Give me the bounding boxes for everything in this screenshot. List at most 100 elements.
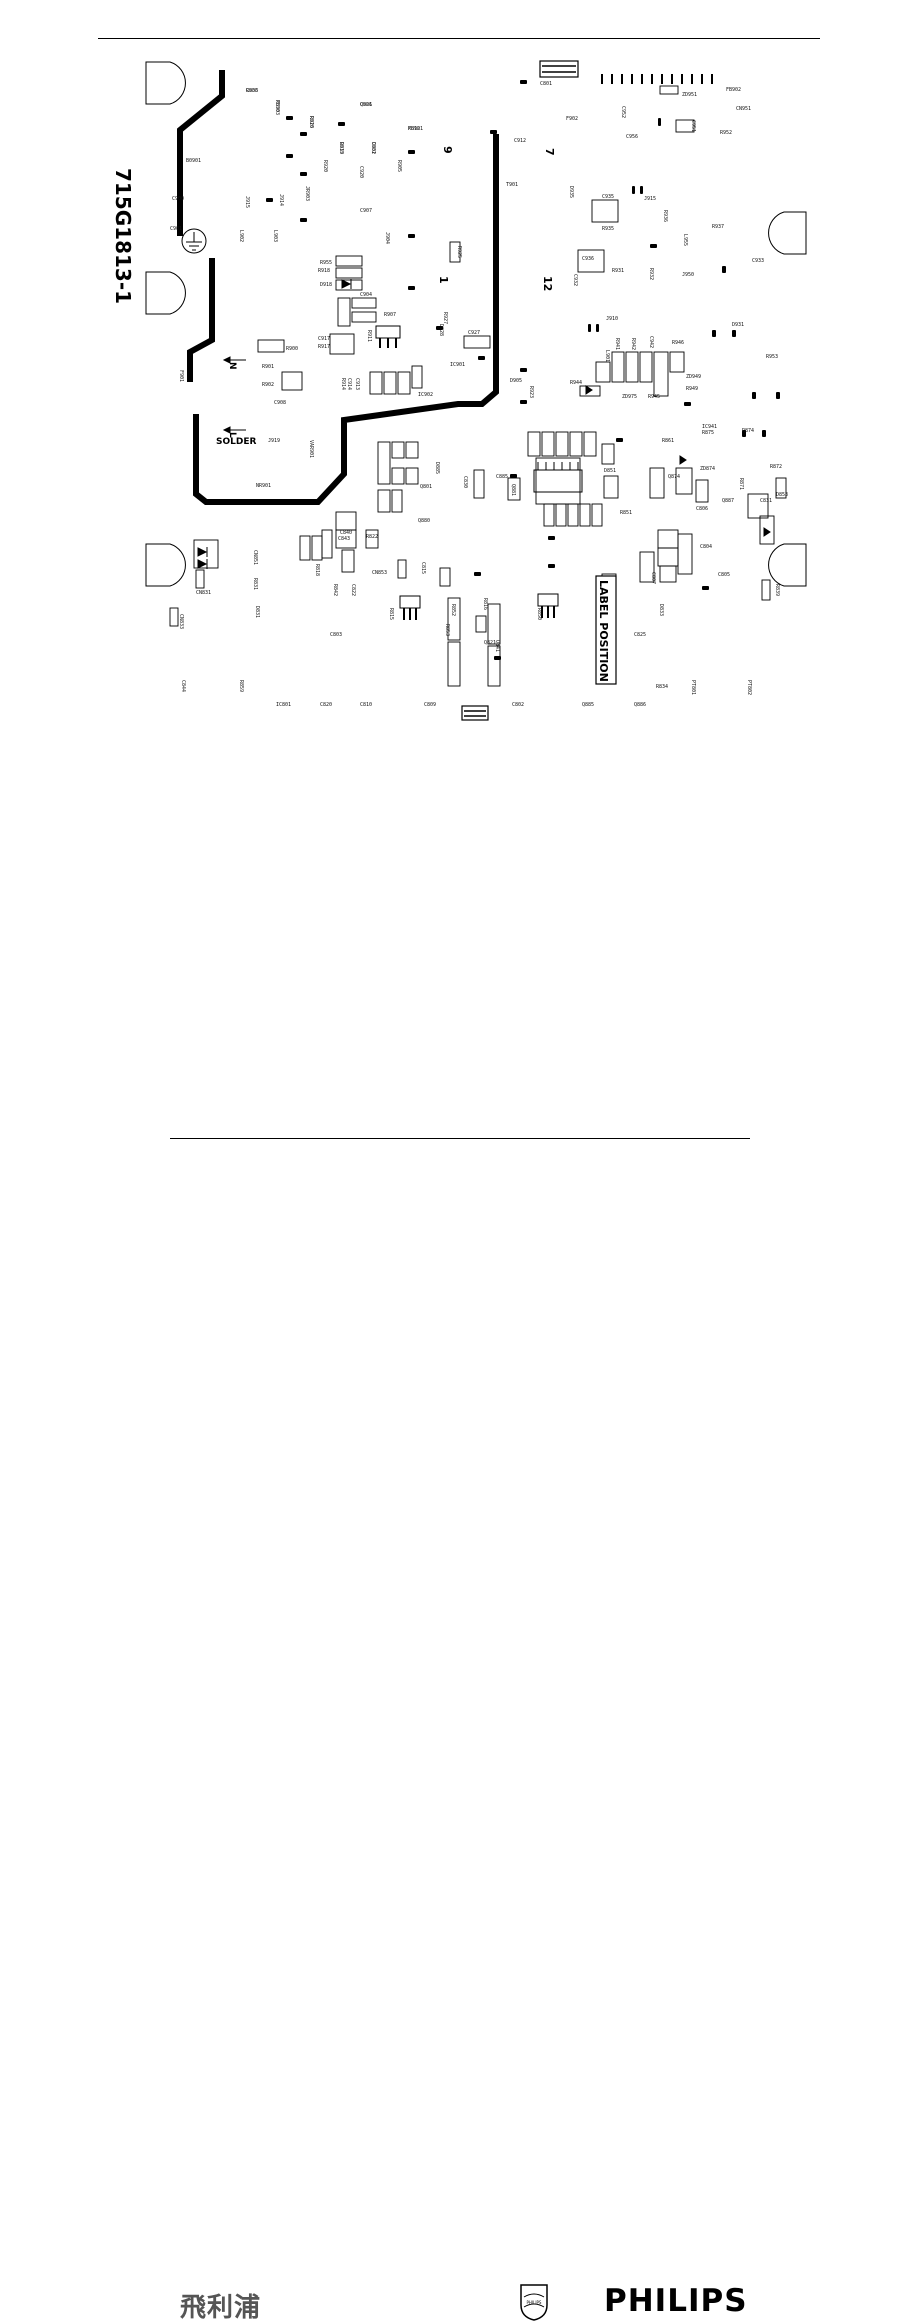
component-ref-c830: C830 <box>462 476 468 488</box>
component-ref-c809: C809 <box>424 702 436 708</box>
component-ref-q880: Q880 <box>418 518 430 524</box>
component-ref-r917: R917 <box>318 344 330 350</box>
component-ref-d851: D851 <box>604 468 616 474</box>
component-ref-c917: C917 <box>318 336 330 342</box>
component-ref-c804: C804 <box>700 544 712 550</box>
component-ref-c843: C843 <box>338 536 350 542</box>
component-ref-r818: R818 <box>314 564 320 576</box>
component-ref-r822: R822 <box>366 534 378 540</box>
component-ref-cn851: CN851 <box>252 550 258 565</box>
component-ref-zd949: ZD949 <box>686 374 701 380</box>
component-ref-l955: L955 <box>682 234 688 246</box>
component-ref-r830: R830 <box>274 100 280 112</box>
connector-stripes <box>464 65 576 717</box>
component-ref-ic801: IC801 <box>276 702 291 708</box>
component-ref-c901: C901 <box>170 226 182 232</box>
component-ref-c952: C952 <box>620 106 626 118</box>
component-ref-cn853: CN853 <box>372 570 387 576</box>
component-ref-l902: L902 <box>238 230 244 242</box>
component-ref-c914: C914 <box>346 378 352 390</box>
component-ref-r901: R901 <box>262 364 274 370</box>
component-ref-cn831: CN831 <box>196 590 211 596</box>
diodes <box>197 279 771 569</box>
component-ref-r833: R833 <box>338 142 344 154</box>
component-ref-r907: R907 <box>384 312 396 318</box>
component-ref-r920: R920 <box>322 160 328 172</box>
component-ref-r902: R902 <box>262 382 274 388</box>
component-ref-r816: R816 <box>482 598 488 610</box>
component-ref-d831: D831 <box>254 606 260 618</box>
component-ref-d833: D833 <box>658 604 664 616</box>
component-ref-r859: R859 <box>238 680 244 692</box>
component-ref-r937: R937 <box>712 224 724 230</box>
component-ref-jr903: JR903 <box>304 186 310 201</box>
component-ref-ic901: IC901 <box>450 362 465 368</box>
component-ref-c807: C807 <box>650 572 656 584</box>
component-ref-r851: R851 <box>620 510 632 516</box>
cn951-header <box>601 74 713 84</box>
smd-pads <box>266 80 780 660</box>
component-ref-r936: R936 <box>662 210 668 222</box>
component-ref-d918: D918 <box>320 282 332 288</box>
component-ref-c822: C822 <box>350 584 356 596</box>
component-ref-d935: D935 <box>568 186 574 198</box>
ground-symbol <box>181 228 207 254</box>
component-ref-d931: D931 <box>732 322 744 328</box>
component-ref-c844: C844 <box>180 680 186 692</box>
component-ref-l903: L903 <box>272 230 278 242</box>
component-ref-d901: D901 <box>370 142 376 154</box>
component-ref-r874: R874 <box>742 428 754 434</box>
component-ref-r935: R935 <box>602 226 614 232</box>
component-ref-cn833: CN833 <box>178 614 184 629</box>
component-ref-fb901: FB901 <box>408 126 423 132</box>
component-ref-f901: F901 <box>178 370 184 382</box>
component-ref-j914: J914 <box>278 194 284 206</box>
ic801 <box>533 462 583 493</box>
component-ref-d928: D928 <box>438 324 444 336</box>
component-ref-r910: R910 <box>308 116 314 128</box>
component-ref-ic902: IC902 <box>418 392 433 398</box>
component-ref-r842: R842 <box>332 584 338 596</box>
component-ref-q885: Q885 <box>582 702 594 708</box>
component-ref-cn951: CN951 <box>736 106 751 112</box>
component-ref-r952: R952 <box>720 130 732 136</box>
component-ref-c942: C942 <box>648 336 654 348</box>
component-ref-b0901: B0901 <box>186 158 201 164</box>
component-ref-l901: L901 <box>604 350 610 362</box>
component-ref-q821: Q821 <box>484 640 496 646</box>
component-ref-q901: Q901 <box>360 102 372 108</box>
component-ref-j904: J904 <box>384 232 390 244</box>
chinese-brand-logo: 飛利浦 <box>180 2293 262 2323</box>
component-ref-d905: D905 <box>510 378 522 384</box>
component-ref-r812: R812 <box>408 126 420 132</box>
component-ref-r941: R941 <box>614 338 620 350</box>
component-ref-d853: D853 <box>776 492 788 498</box>
transistor-legs <box>379 338 555 620</box>
component-ref-r953: R953 <box>766 354 778 360</box>
component-ref-c810: C810 <box>360 702 372 708</box>
component-ref-c825: C825 <box>634 632 646 638</box>
component-ref-r839: R839 <box>774 584 780 596</box>
component-ref-c820: C820 <box>320 702 332 708</box>
component-ref-d919: D919 <box>338 142 344 154</box>
component-ref-c802: C802 <box>512 702 524 708</box>
label-position-box: LABEL POSITION <box>595 575 617 685</box>
component-ref-r852: R852 <box>450 604 456 616</box>
digit-12: 12 <box>541 276 554 291</box>
component-ref-q801: Q801 <box>420 484 432 490</box>
component-ref-r931: R931 <box>612 268 624 274</box>
component-ref-r853: R853 <box>444 624 450 636</box>
component-ref-r914: R914 <box>340 378 346 390</box>
component-ref-r826: R826 <box>308 116 314 128</box>
component-ref-r911: R911 <box>366 330 372 342</box>
component-ref-c801: C801 <box>540 81 552 87</box>
shield-text: PHILIPS <box>527 2300 542 2305</box>
component-ref-j919: J919 <box>268 438 280 444</box>
digit-9: 9 <box>441 146 454 154</box>
component-ref-r900: R900 <box>286 346 298 352</box>
component-ref-zd874: ZD874 <box>700 466 715 472</box>
component-ref-r850: R850 <box>536 608 542 620</box>
component-ref-zd951: ZD951 <box>682 92 697 98</box>
n-marker: N <box>227 362 237 370</box>
footer: 飛利浦 PHILIPS PHILIPS <box>0 1140 918 2323</box>
